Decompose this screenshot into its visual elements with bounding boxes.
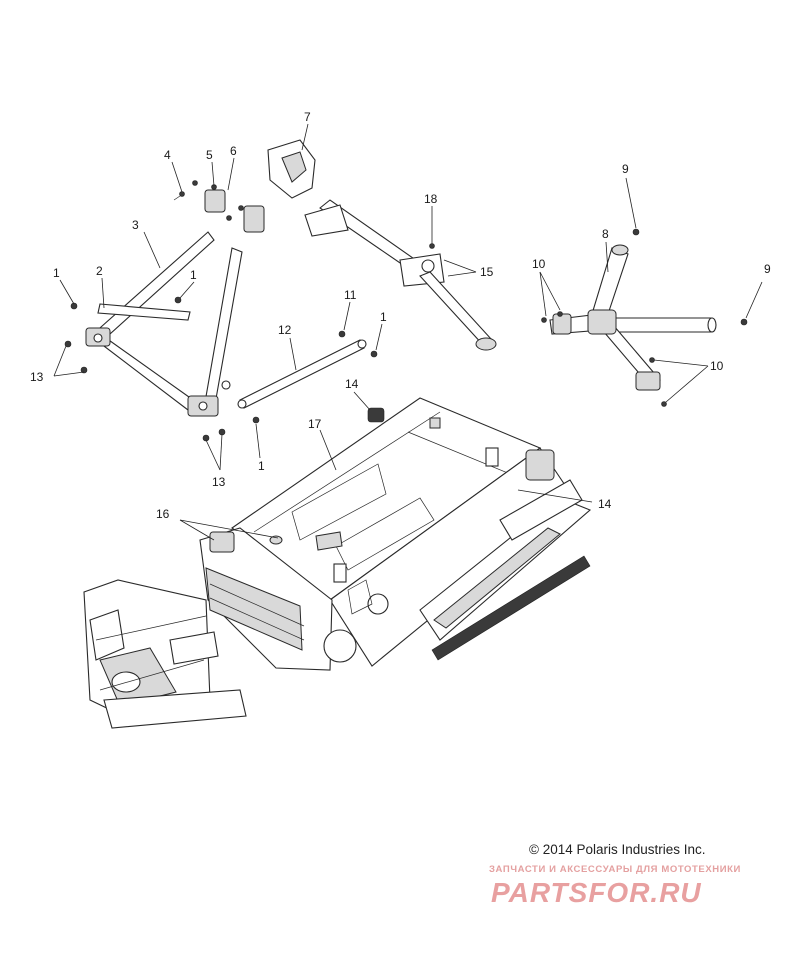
- watermark-tagline: ЗАПЧАСТИ И АКСЕССУАРЫ ДЛЯ МОТОТЕХНИКИ: [489, 864, 741, 875]
- callout-18: 18: [424, 192, 438, 206]
- callout-13: 13: [30, 370, 44, 384]
- copyright-text: © 2014 Polaris Industries Inc.: [529, 842, 706, 857]
- callout-7: 7: [304, 110, 311, 124]
- callout-3: 3: [132, 218, 139, 232]
- part-12-tie-rod: [237, 339, 367, 409]
- callout-14: 14: [598, 497, 612, 511]
- part-7-steering-support: [267, 139, 497, 351]
- callout-1: 1: [258, 459, 265, 473]
- parts-4-5-6-brackets: [173, 180, 265, 233]
- callout-1: 1: [53, 266, 60, 280]
- hardware-bolts: [64, 228, 748, 442]
- leader-lines: [53, 123, 763, 541]
- callout-10: 10: [532, 257, 546, 271]
- callout-15: 15: [480, 265, 494, 279]
- callout-14: 14: [345, 377, 359, 391]
- callout-9: 9: [764, 262, 771, 276]
- callout-16: 16: [156, 507, 170, 521]
- callout-9: 9: [622, 162, 629, 176]
- callout-6: 6: [230, 144, 237, 158]
- callout-17: 17: [308, 417, 322, 431]
- callout-11: 11: [344, 288, 357, 302]
- callout-8: 8: [602, 227, 609, 241]
- callout-10: 10: [710, 359, 724, 373]
- callout-5: 5: [206, 148, 213, 162]
- callout-1: 1: [380, 310, 387, 324]
- callout-1: 1: [190, 268, 197, 282]
- callout-12: 12: [278, 323, 292, 337]
- watermark-logo-text: PARTSFOR.RU: [491, 877, 702, 908]
- part-3-front-a-frame: [85, 231, 243, 417]
- chassis-frame: [83, 397, 592, 729]
- callout-2: 2: [96, 264, 103, 278]
- callout-13: 13: [212, 475, 226, 489]
- callout-4: 4: [164, 148, 171, 162]
- part-8-rear-a-frame: [549, 244, 717, 391]
- callout-labels: 1 2 3 1 4 5 6 7 13 13 12 11 1 1 14 17 18…: [30, 110, 771, 521]
- watermark-logo: PARTSFOR.RU: [491, 877, 702, 908]
